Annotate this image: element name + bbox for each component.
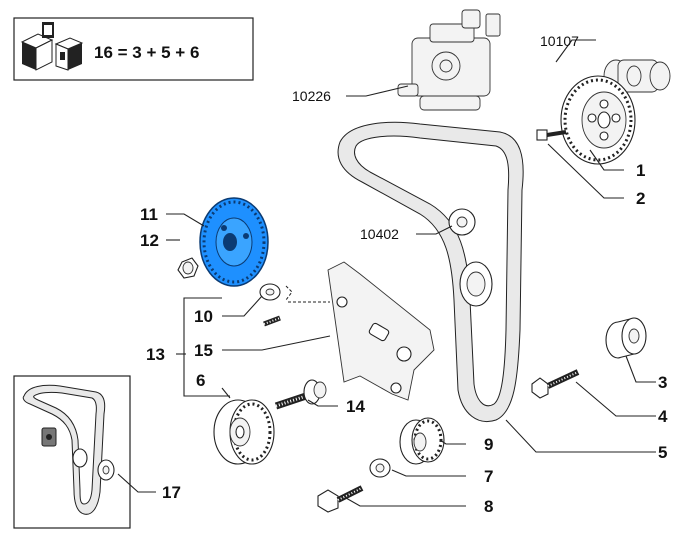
inset-bracket [41, 427, 57, 447]
belt-tensioner [459, 261, 493, 307]
label-17: 17 [162, 483, 181, 502]
ref-10226: 10226 [292, 88, 331, 104]
idler-pulley [213, 399, 275, 465]
ref-10107: 10107 [540, 33, 579, 49]
label-15: 15 [194, 341, 213, 360]
label-4: 4 [658, 407, 668, 426]
label-12: 12 [140, 231, 159, 250]
ref-10402: 10402 [360, 226, 399, 242]
inset-kit-box [13, 375, 131, 529]
label-14: 14 [346, 397, 365, 416]
label-1: 1 [636, 161, 645, 180]
kit-boxes-icon [20, 22, 84, 71]
roller [605, 317, 647, 359]
washer [369, 458, 391, 478]
roller-bolt [531, 369, 580, 399]
idler-bolt [274, 379, 327, 410]
label-3: 3 [658, 373, 667, 392]
label-7: 7 [484, 467, 493, 486]
label-10: 10 [194, 307, 213, 326]
highlighted-sprocket [199, 197, 269, 287]
label-2: 2 [636, 189, 645, 208]
leader-lines [117, 39, 656, 507]
label-11: 11 [140, 205, 158, 224]
label-13: 13 [146, 345, 165, 364]
timing-belt [337, 121, 524, 422]
label-6: 6 [196, 371, 205, 390]
toothed-pulley [399, 417, 445, 465]
hex-nut [177, 257, 199, 279]
mounting-bracket [327, 261, 435, 401]
label-5: 5 [658, 443, 667, 462]
camshaft-sprocket [560, 75, 636, 165]
injection-pump [397, 9, 501, 111]
sprocket-bolt [536, 129, 567, 141]
stud [263, 315, 281, 327]
bushing [259, 283, 281, 301]
kit-header: 16 = 3 + 5 + 6 [13, 17, 254, 81]
pulley-bolt [317, 485, 364, 513]
label-8: 8 [484, 497, 493, 516]
part-labels: 10107 10226 10402 1 2 3 4 5 6 7 8 9 10 1… [140, 33, 668, 516]
label-9: 9 [484, 435, 493, 454]
kit-formula: 16 = 3 + 5 + 6 [94, 43, 199, 62]
